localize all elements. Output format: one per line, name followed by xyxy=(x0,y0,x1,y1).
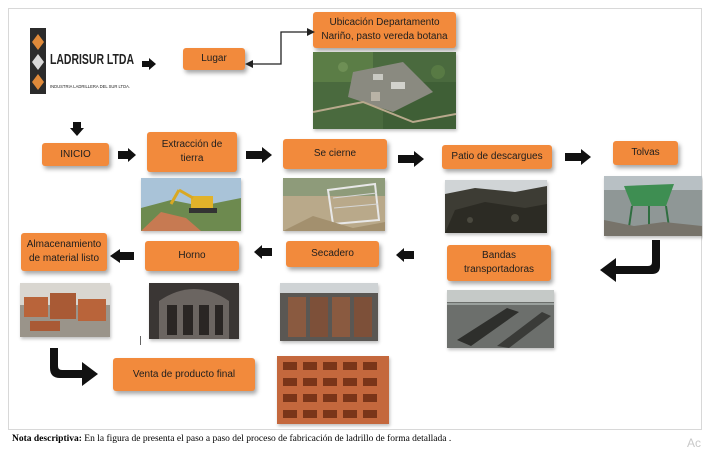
arrow-extraccion-to-se-cierne xyxy=(246,147,272,163)
se-cierne-box: Se cierne xyxy=(283,139,387,169)
watermark: Ac xyxy=(686,436,701,450)
sieve-photo xyxy=(283,178,385,231)
arrow-secadero-to-horno xyxy=(254,245,272,259)
almacenamiento-box: Almacenamiento de material listo xyxy=(21,233,107,271)
lugar-box: Lugar xyxy=(183,48,245,70)
arrow-logo-to-lugar xyxy=(142,58,156,70)
conveyor-photo xyxy=(447,290,554,348)
note-label: Nota descriptiva: xyxy=(12,434,82,444)
descriptive-note: Nota descriptiva: En la figura de presen… xyxy=(12,434,451,444)
patio-box: Patio de descargues xyxy=(442,145,552,169)
arrow-logo-to-inicio xyxy=(70,122,84,136)
arrow-bandas-to-secadero xyxy=(396,248,414,262)
arrow-horno-to-almacenamiento xyxy=(110,249,134,263)
arrow-se-cierne-to-patio xyxy=(398,151,424,167)
note-text: En la figura de presenta el paso a paso … xyxy=(81,434,452,444)
tolvas-box: Tolvas xyxy=(613,141,678,165)
kiln-photo xyxy=(149,283,239,339)
storage-photo xyxy=(20,283,110,337)
satellite-map-photo xyxy=(313,52,456,129)
svg-text:LADRISUR LTDA: LADRISUR LTDA xyxy=(50,51,134,68)
cursor-mark xyxy=(140,336,141,345)
bandas-box: Bandas transportadoras xyxy=(447,245,551,281)
arrow-patio-to-tolvas xyxy=(565,149,591,165)
extraccion-box: Extracción de tierra xyxy=(147,132,237,172)
svg-text:INDUSTRIA LADRILLERA DEL SUR L: INDUSTRIA LADRILLERA DEL SUR LTDA. xyxy=(50,84,130,89)
connector-lugar-to-ubicacion xyxy=(245,28,315,68)
dryer-photo xyxy=(280,283,378,341)
horno-box: Horno xyxy=(145,241,239,271)
discharge-yard-photo xyxy=(445,180,547,233)
arrow-tolvas-to-bandas xyxy=(600,240,660,282)
inicio-box: INICIO xyxy=(42,143,109,166)
arrow-almacenamiento-to-venta xyxy=(50,348,98,386)
ubicacion-box: Ubicación Departamento Nariño, pasto ver… xyxy=(313,12,456,48)
venta-box: Venta de producto final xyxy=(113,358,255,391)
bricks-product-photo xyxy=(277,356,389,424)
arrow-inicio-to-extraccion xyxy=(118,148,136,162)
secadero-box: Secadero xyxy=(286,241,379,267)
hopper-photo xyxy=(604,176,702,236)
ladrisur-logo: LADRISUR LTDA INDUSTRIA LADRILLERA DEL S… xyxy=(30,28,134,94)
excavator-photo xyxy=(141,178,241,231)
